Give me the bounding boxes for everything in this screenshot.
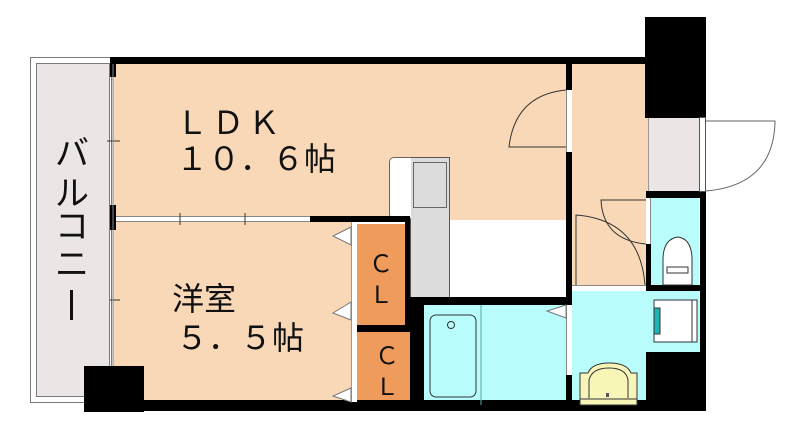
ldk-door-swing: [508, 89, 567, 148]
hall-door-swing-2: [575, 214, 646, 286]
wall-toilet-bottom: [646, 285, 706, 291]
closet-door-marker-1: [331, 226, 352, 246]
wall-ldk-entrance-bottom: [566, 152, 572, 300]
wall-bath-washroom: [566, 375, 572, 405]
balcony-label-3: コ: [55, 207, 89, 247]
balcony-label-2: ル: [55, 174, 89, 214]
washbasin: [579, 362, 638, 406]
western-room-label: 洋室: [172, 280, 237, 318]
western-room-size: ５．５帖: [176, 319, 305, 357]
wall-ldk-entrance-top: [566, 62, 572, 90]
ldk-label: ＬＤＫ: [176, 104, 285, 142]
wall-ldk-western: [310, 216, 410, 222]
hall-step: [572, 285, 646, 291]
entrance-door-frame: [699, 117, 706, 192]
closet-1-label-l: Ｌ: [369, 281, 393, 309]
western-room[interactable]: [113, 222, 353, 404]
washing-machine: [653, 299, 698, 343]
bathtub: [429, 314, 477, 398]
ldk-size: １０．６帖: [176, 140, 337, 178]
wall-right-column: [645, 17, 706, 118]
toilet-door-opening[interactable]: [646, 198, 651, 244]
wall-closet-2-right: [410, 298, 424, 408]
bath-door-marker: [545, 304, 567, 319]
bathroom[interactable]: [424, 305, 567, 405]
wall-genkan-bottom: [646, 191, 706, 198]
ldk-room[interactable]: [113, 62, 569, 220]
closet-door-marker-3: [331, 387, 352, 403]
kitchen-sink: [413, 162, 447, 208]
closet-2-label-l: Ｌ: [375, 373, 399, 401]
closet-1[interactable]: [357, 224, 405, 326]
wall-bottom: [84, 400, 706, 411]
bathtub-drain: [447, 321, 455, 329]
closet-1-label-c: Ｃ: [369, 250, 393, 278]
wall-right-outer: [700, 191, 706, 406]
entrance-door-swing: [705, 120, 776, 192]
bath-door-opening[interactable]: [566, 305, 572, 375]
entrance-hall[interactable]: [571, 62, 649, 290]
toilet-bowl: [662, 236, 693, 286]
closet-2[interactable]: [357, 332, 410, 404]
closet-door-marker-2: [331, 301, 352, 321]
balcony-label-4: ニ: [55, 245, 89, 285]
balcony-label-5: [70, 290, 73, 320]
balcony-label-1: バ: [55, 134, 89, 174]
genkan[interactable]: [648, 117, 700, 192]
wall-closet-divider: [351, 325, 410, 332]
wall-closet-right: [405, 216, 410, 332]
closet-2-label-c: Ｃ: [375, 342, 399, 370]
wall-kitchen-bath: [410, 297, 572, 305]
ldk-door-opening[interactable]: [566, 90, 572, 152]
hall-door-swing-1: [600, 199, 647, 245]
toilet-tank: [666, 266, 689, 274]
wall-toilet-left: [646, 243, 651, 291]
balcony[interactable]: [36, 63, 110, 397]
wall-washroom-corner: [646, 352, 706, 407]
wall-top: [110, 57, 650, 64]
sliding-door-western[interactable]: [116, 216, 310, 222]
